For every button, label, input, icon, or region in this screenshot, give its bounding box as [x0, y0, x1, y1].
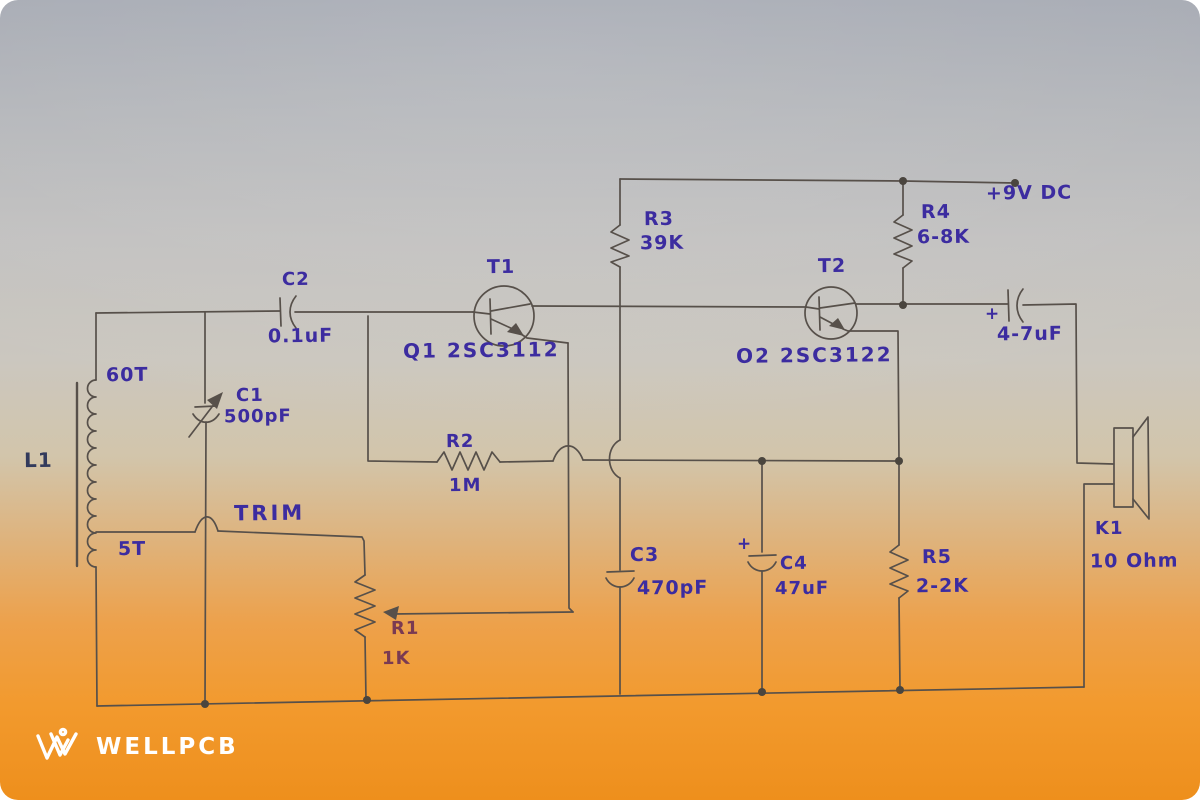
- label-t1-part: Q1 2SC3112: [402, 337, 560, 363]
- label-output-cap-value: 4-7uF: [996, 322, 1063, 346]
- label-l1-ref: L1: [23, 447, 53, 473]
- capacitor-c3-symbol: [605, 570, 635, 695]
- resistor-r2-symbol: [367, 315, 900, 471]
- resistor-r3-symbol: [608, 178, 630, 571]
- capacitor-output-symbol: [1007, 288, 1024, 323]
- speaker-k1-symbol: [1083, 416, 1150, 688]
- label-t1-ref: T1: [486, 255, 516, 279]
- label-t2-part: O2 2SC3122: [735, 342, 893, 368]
- emitter-wire-t2: [842, 328, 900, 462]
- label-r5-value: 2-2K: [915, 574, 970, 598]
- label-r5-ref: R5: [921, 545, 952, 569]
- label-c4-value: 47uF: [774, 577, 830, 600]
- wellpcb-logo-text: WELLPCB: [96, 734, 239, 760]
- label-r4-value: 6-8K: [916, 225, 971, 249]
- feedback-wire: [383, 342, 574, 620]
- capacitor-c4-symbol: [747, 460, 777, 692]
- label-power-rail: +9V DC: [985, 181, 1073, 205]
- label-r3-value: 39K: [639, 231, 685, 255]
- resistor-r1-symbol: [354, 574, 376, 701]
- transistor-t1-symbol: [472, 285, 569, 347]
- label-r2-value: 1M: [448, 474, 482, 497]
- label-l1-primary-turns: 60T: [105, 363, 149, 387]
- supply-rail-wire: [619, 178, 1016, 184]
- label-c2-ref: C2: [281, 268, 310, 291]
- capacitor-c1-symbol: [188, 311, 223, 704]
- label-r3-ref: R3: [643, 207, 674, 231]
- wellpcb-watermark: WELLPCB: [34, 727, 239, 767]
- label-output-cap-polarity: +: [984, 303, 1001, 325]
- label-c4-ref: C4: [779, 552, 808, 575]
- label-r1-ref: R1: [390, 617, 420, 640]
- label-t2-ref: T2: [817, 254, 847, 278]
- label-c1-value: 500pF: [223, 405, 292, 428]
- transistor-t2-symbol: [804, 286, 858, 340]
- capacitor-c2-symbol: [279, 295, 297, 329]
- wellpcb-logo-icon: [36, 727, 78, 760]
- label-r1-value: 1K: [381, 647, 411, 670]
- resistor-r4-symbol: [893, 180, 913, 306]
- label-c3-value: 470pF: [636, 576, 709, 600]
- label-l1-secondary-turns: 5T: [117, 537, 147, 561]
- label-c4-polarity: +: [736, 533, 753, 555]
- main-signal-wire: [95, 303, 1114, 465]
- trim-tap-wire: [95, 516, 366, 576]
- label-k1-ref: K1: [1094, 517, 1124, 540]
- inductor-l1-symbol: [75, 312, 98, 707]
- ground-rail-wire: [96, 686, 1085, 707]
- label-r2-ref: R2: [445, 430, 475, 453]
- label-trim: TRIM: [233, 500, 306, 526]
- label-k1-value: 10 Ohm: [1089, 549, 1179, 573]
- junction-dots: [201, 177, 1019, 708]
- label-r4-ref: R4: [920, 200, 951, 224]
- label-c1-ref: C1: [235, 384, 264, 407]
- label-c3-ref: C3: [629, 543, 660, 567]
- resistor-r5-symbol: [889, 460, 909, 690]
- label-c2-value: 0.1uF: [267, 324, 334, 348]
